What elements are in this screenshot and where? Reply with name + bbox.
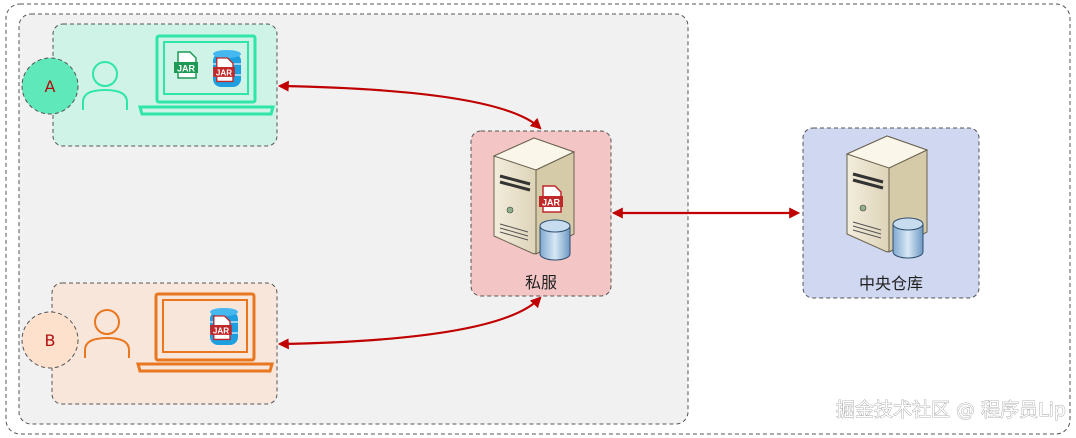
watermark: 掘金技术社区 @ 程序员Lip: [836, 399, 1066, 421]
jar-database-icon: JAR: [209, 307, 239, 346]
central-repository-label: 中央仓库: [859, 274, 923, 293]
private-server: JAR 私服: [470, 130, 612, 297]
central-repository: 中央仓库: [802, 127, 980, 299]
database-icon: [539, 219, 571, 261]
client-b-letter: B: [45, 331, 56, 350]
jar-label: JAR: [216, 69, 232, 78]
client-b-box: [51, 282, 278, 405]
jar-label: JAR: [177, 64, 196, 74]
jar-file-icon: JAR: [173, 51, 199, 79]
jar-database-icon: JAR: [212, 49, 242, 88]
client-a-letter: A: [45, 77, 56, 96]
jar-file-icon: JAR: [538, 185, 564, 213]
jar-badge-label: JAR: [542, 198, 561, 208]
client-a: A JAR JAR: [21, 23, 278, 147]
arrow-b-to-private-server: [277, 296, 542, 350]
jar-label: JAR: [213, 327, 229, 336]
private-server-label: 私服: [525, 273, 557, 292]
arrow-a-to-private-server: [277, 80, 542, 130]
laptop-icon: [138, 34, 275, 116]
client-a-badge: [21, 57, 79, 115]
laptop-icon: [136, 292, 274, 373]
client-b: B JAR: [21, 282, 278, 405]
client-b-badge: [21, 311, 79, 369]
database-icon: [892, 217, 924, 259]
